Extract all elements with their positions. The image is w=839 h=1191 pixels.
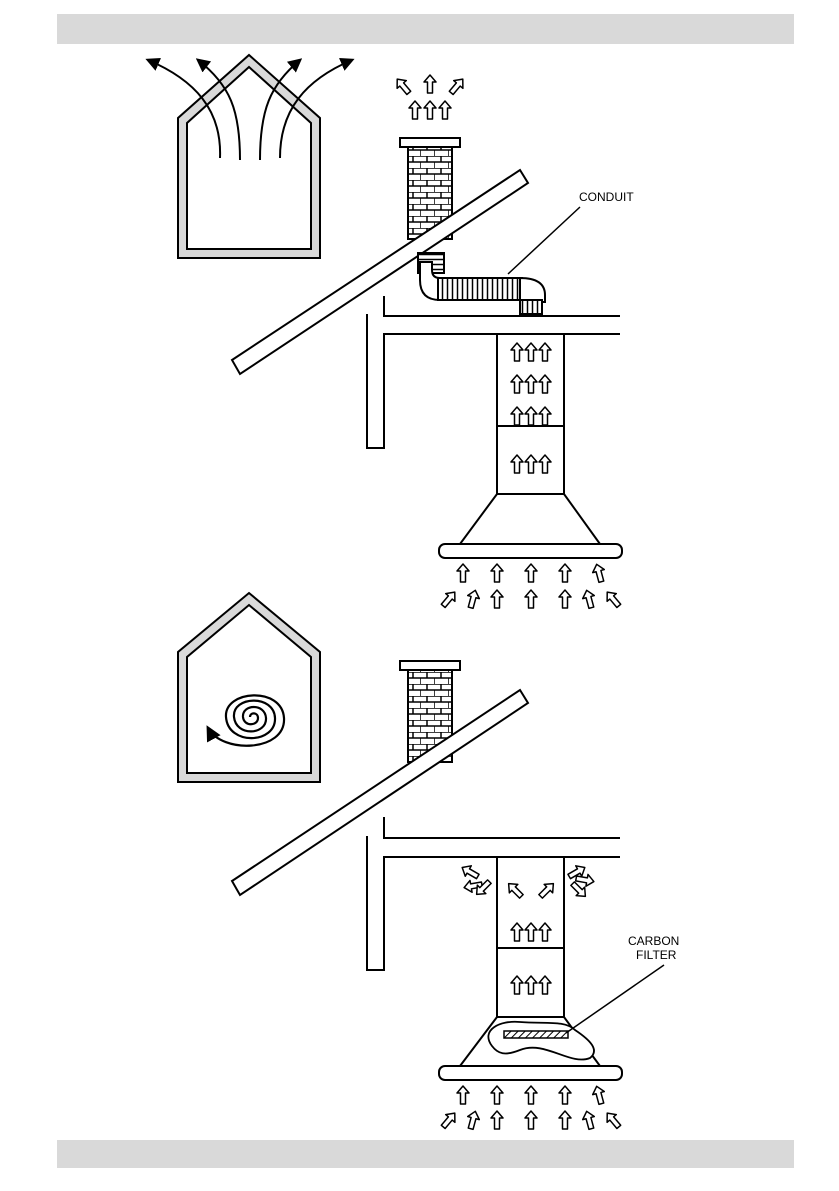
house-icon-top [178, 55, 320, 258]
range-hood-icon-top [439, 494, 622, 558]
conduit-icon [418, 253, 545, 314]
chimney-outflow-arrows [393, 75, 468, 119]
building-structure-top [367, 296, 620, 448]
carbon-filter-label-line2: FILTER [636, 948, 677, 962]
house-icon-bottom [178, 593, 320, 782]
carbon-filter-leader-line [566, 965, 664, 1033]
conduit-leader-line [508, 207, 580, 274]
conduit-label: CONDUIT [579, 190, 634, 204]
intake-arrows-top [439, 563, 624, 610]
intake-arrows-bottom [439, 1085, 624, 1131]
carbon-filter-label-line1: CARBON [628, 934, 679, 948]
